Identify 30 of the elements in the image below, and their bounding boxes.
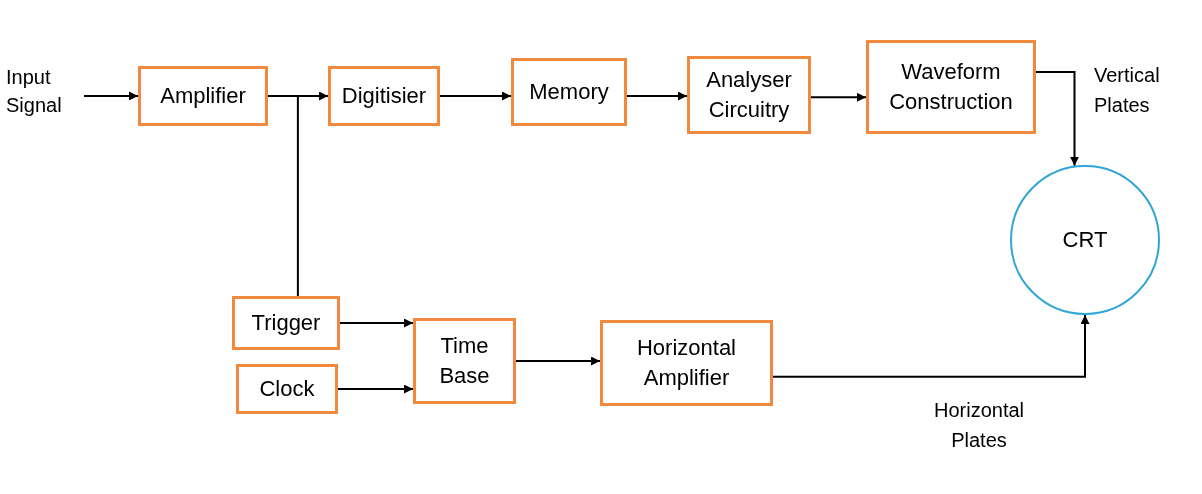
arrow: [83, 91, 139, 101]
node-label: Horizontal Amplifier: [635, 334, 737, 392]
node-label: CRT: [1062, 226, 1108, 254]
node-label: Time Base: [438, 332, 491, 390]
process-box: [413, 318, 516, 404]
node-label: Memory: [529, 78, 609, 106]
process-box: [866, 40, 1036, 134]
arrow: [810, 92, 867, 102]
arrow: [337, 384, 414, 394]
node-label: Analyser Circuitry: [705, 66, 793, 124]
node-label: Waveform Construction: [888, 58, 1014, 116]
arrow: [772, 314, 1090, 378]
arrow: [339, 318, 414, 328]
process-box: [236, 364, 338, 414]
process-box: [687, 56, 811, 134]
node-label: Amplifier: [160, 82, 246, 110]
arrow: [515, 356, 601, 366]
process-box: [511, 58, 627, 126]
arrow: [439, 91, 512, 101]
node-label: Input Signal: [6, 65, 63, 118]
process-box: [232, 296, 340, 350]
process-box: [138, 66, 268, 126]
arrow: [626, 91, 688, 101]
node-label: Digitisier: [341, 82, 427, 110]
process-box: [600, 320, 773, 406]
arrow: [1035, 70, 1079, 167]
node-label: Clock: [259, 375, 315, 403]
node-label: Trigger: [251, 309, 321, 337]
process-box: [328, 66, 440, 126]
connector-line: [267, 95, 299, 297]
